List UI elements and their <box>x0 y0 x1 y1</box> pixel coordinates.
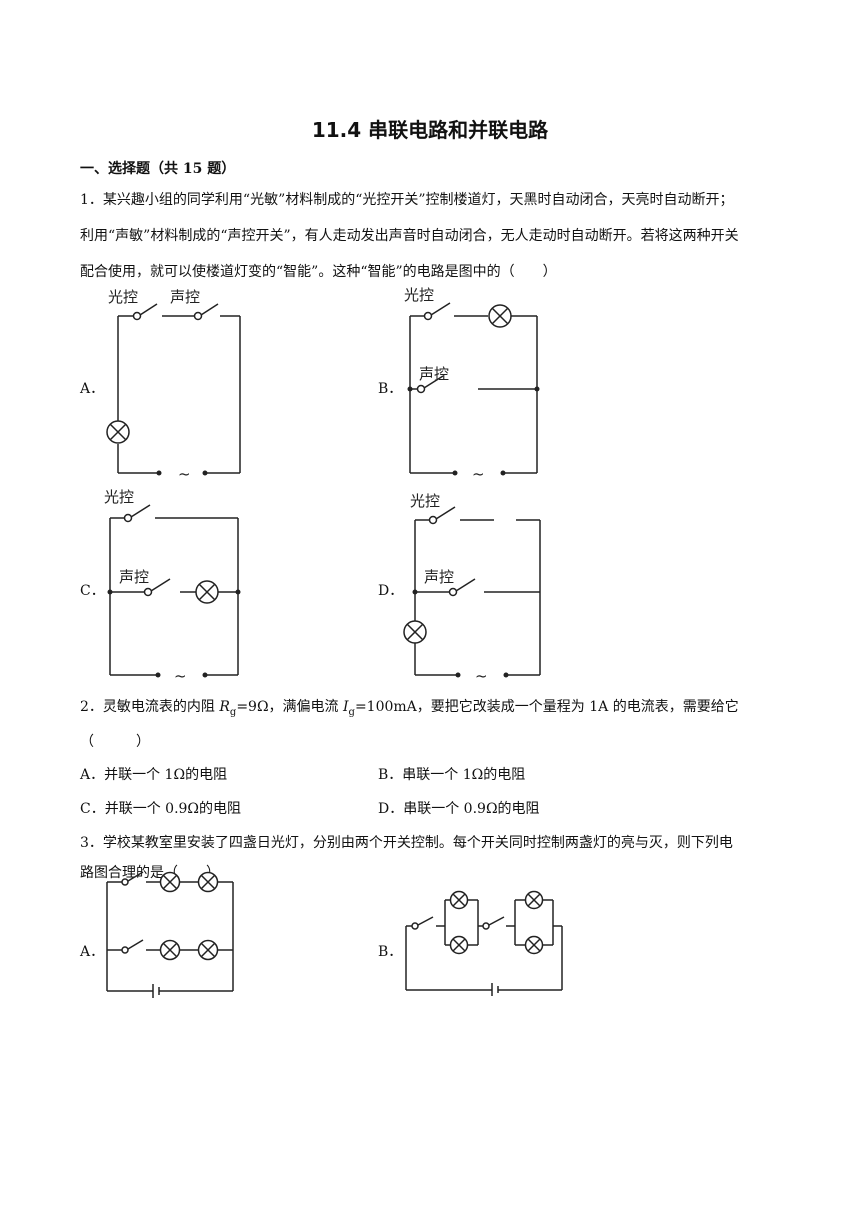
q1-stem-line-1: 1．某兴趣小组的同学利用“光敏”材料制成的“光控开关”控制楼道灯，天黑时自动闭合… <box>80 192 734 208</box>
q1-stem-line-2: 利用“声敏”材料制成的“声控开关”，有人走动发出声音时自动闭合，无人走动时自动断… <box>80 228 739 244</box>
q3-stem-line-2: 路图合理的是（ ） <box>80 865 220 881</box>
ac-source-symbol: ~ <box>174 667 187 685</box>
q1-circuit-b: 光控 声控 ~ <box>404 286 540 482</box>
q1-option-b-label[interactable]: B． <box>378 381 403 397</box>
q2-option-c[interactable]: C．并联一个 0.9Ω的电阻 <box>80 801 242 817</box>
q3-option-a-label[interactable]: A． <box>80 944 105 960</box>
q1-option-c-label[interactable]: C． <box>80 583 105 599</box>
ac-source-symbol: ~ <box>475 667 488 685</box>
sound-switch-label: 声控 <box>170 288 200 306</box>
q2-option-d[interactable]: D．串联一个 0.9Ω的电阻 <box>378 801 540 817</box>
sound-switch-label: 声控 <box>424 568 454 586</box>
q2-resistance-subscript: g <box>229 706 237 718</box>
q2-stem-prefix: 2．灵敏电流表的内阻 <box>80 699 220 715</box>
q3-circuit-b <box>405 890 563 996</box>
sound-switch-label: 声控 <box>119 568 149 586</box>
q1-option-a-label[interactable]: A． <box>80 381 105 397</box>
q2-current-value: =100mA，要把它改装成一个量程为 1A 的电流表，需要给它 <box>354 699 739 715</box>
ac-source-symbol: ~ <box>472 465 485 482</box>
q2-resistance-value: =9Ω，满偏电流 <box>236 699 344 715</box>
light-switch-label: 光控 <box>410 492 440 510</box>
q2-current-symbol: I <box>343 699 349 715</box>
q1-stem-line-3: 配合使用，就可以使楼道灯变的“智能”。这种“智能”的电路是图中的（ ） <box>80 264 557 280</box>
section-heading: 一、选择题（共 15 题） <box>80 161 236 177</box>
ac-source-symbol: ~ <box>178 465 191 482</box>
q3-stem-line-1: 3．学校某教室里安装了四盏日光灯，分别由两个开关控制。每个开关同时控制两盏灯的亮… <box>80 835 733 851</box>
q1-option-d-label[interactable]: D． <box>378 583 404 599</box>
q1-circuit-d: 光控 声控 ~ <box>403 492 541 685</box>
q1-circuit-c: 光控 声控 ~ <box>104 488 241 685</box>
q3-option-b-label[interactable]: B． <box>378 944 403 960</box>
q2-current-subscript: g <box>348 706 355 718</box>
q2-option-a[interactable]: A．并联一个 1Ω的电阻 <box>80 767 228 783</box>
light-switch-label: 光控 <box>404 286 434 304</box>
q2-option-b[interactable]: B．串联一个 1Ω的电阻 <box>378 767 526 783</box>
q2-stem: 2．灵敏电流表的内阻 Rg=9Ω，满偏电流 Ig=100mA，要把它改装成一个量… <box>80 697 739 723</box>
q2-resistance-symbol: R <box>219 699 230 715</box>
light-switch-label: 光控 <box>108 288 138 306</box>
sound-switch-label: 声控 <box>419 365 449 383</box>
q1-circuit-a: 光控 声控 ~ <box>106 288 241 482</box>
q3-circuit-a <box>106 871 234 998</box>
page-title: 11.4 串联电路和并联电路 <box>311 118 549 142</box>
q2-answer-blank: （ ） <box>80 734 150 750</box>
light-switch-label: 光控 <box>104 488 134 506</box>
